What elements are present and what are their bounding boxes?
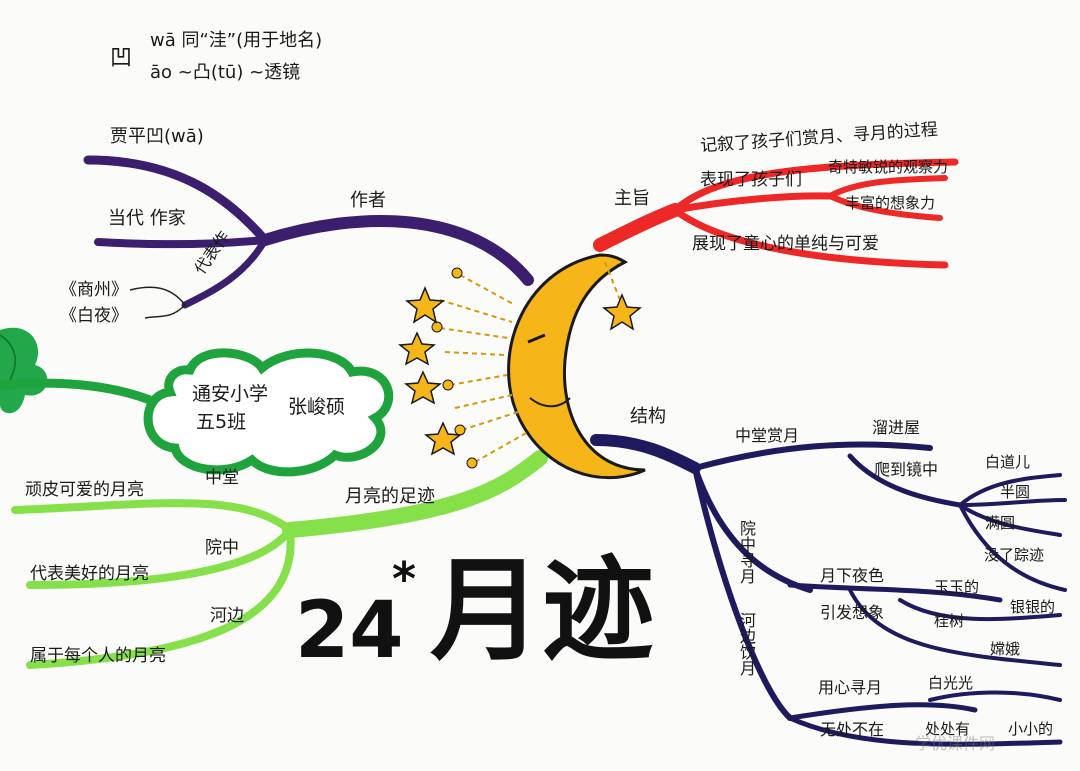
creator-school: 通安小学	[192, 383, 269, 405]
cloud-connector	[0, 378, 152, 405]
theme-item: 奇特敏锐的观察力	[828, 158, 949, 176]
theme-item: 展现了童心的单纯与可爱	[692, 234, 879, 254]
watermark-text: 学优课件网	[915, 734, 996, 753]
structure-leaf: 小小的	[1008, 720, 1054, 738]
structure-leaf: 满圆	[985, 514, 1016, 532]
structure-leaf: 处处有	[925, 720, 971, 738]
structure-sub: 用心寻月	[818, 678, 883, 697]
structure-leaf: 白光光	[928, 674, 974, 692]
structure-sub: 引发想象	[820, 603, 885, 622]
pronunciation-line-2: āo ~凸(tū) ~透镜	[150, 62, 301, 83]
structure-section: 中堂赏月	[735, 426, 800, 445]
trace-place: 中堂	[205, 468, 239, 488]
page-title: 月迹	[430, 546, 654, 676]
theme-item: 丰富的想象力	[845, 194, 936, 212]
trace-place: 院中	[205, 538, 239, 558]
ray-dots	[431, 267, 478, 469]
works-bracket-lower	[144, 304, 186, 319]
author-branch-lines	[83, 155, 534, 309]
author-branch-label: 作者	[350, 190, 386, 211]
moon-trace-branch-lines	[11, 450, 548, 669]
structure-leaf: 嫦娥	[990, 640, 1021, 658]
work-item: 《白夜》	[60, 306, 128, 326]
structure-branch-lines	[590, 434, 1067, 747]
structure-section: 河边饮月	[737, 612, 756, 676]
structure-sub: 溜进屋	[872, 418, 921, 437]
structure-leaf: 没了踪迹	[984, 546, 1045, 564]
structure-sub: 月下夜色	[820, 566, 885, 585]
structure-leaf: 银银的	[1010, 598, 1056, 616]
green-leaf-decoration	[0, 327, 48, 414]
moon-rays	[439, 261, 621, 463]
creator-class: 五5班	[196, 411, 247, 433]
decorative-stars	[398, 286, 642, 456]
title-asterisk: *	[392, 552, 417, 606]
structure-leaf: 白道儿	[985, 453, 1031, 471]
lesson-number: 24	[295, 586, 404, 676]
structure-leaf: 桂树	[934, 612, 965, 630]
work-item: 《商州》	[60, 280, 128, 300]
creator-name: 张峻硕	[288, 396, 346, 418]
moon-illustration	[507, 253, 646, 480]
structure-sub: 爬到镜中	[874, 460, 939, 479]
pronunciation-line-1: wā 同“洼”(用于地名)	[150, 30, 323, 51]
trace-desc: 代表美好的月亮	[30, 564, 149, 584]
trace-desc: 顽皮可爱的月亮	[25, 480, 144, 500]
moon-trace-label: 月亮的足迹	[345, 486, 435, 507]
structure-branch-label: 结构	[630, 406, 666, 427]
creator-cloud	[143, 348, 394, 477]
pronunciation-char: 凹	[110, 46, 133, 71]
author-role: 当代 作家	[108, 208, 186, 229]
trace-place: 河边	[210, 606, 244, 626]
structure-leaf: 半圆	[1000, 483, 1031, 501]
structure-section: 院中寻月	[737, 520, 756, 584]
theme-branch-lines	[593, 158, 959, 269]
trace-desc: 属于每个人的月亮	[30, 646, 166, 666]
theme-item: 表现了孩子们	[700, 170, 802, 190]
theme-branch-label: 主旨	[614, 188, 650, 209]
author-name: 贾平凹(wā)	[110, 126, 204, 147]
works-bracket	[129, 286, 186, 306]
structure-leaf: 玉玉的	[934, 578, 980, 596]
structure-sub: 无处不在	[820, 720, 885, 739]
